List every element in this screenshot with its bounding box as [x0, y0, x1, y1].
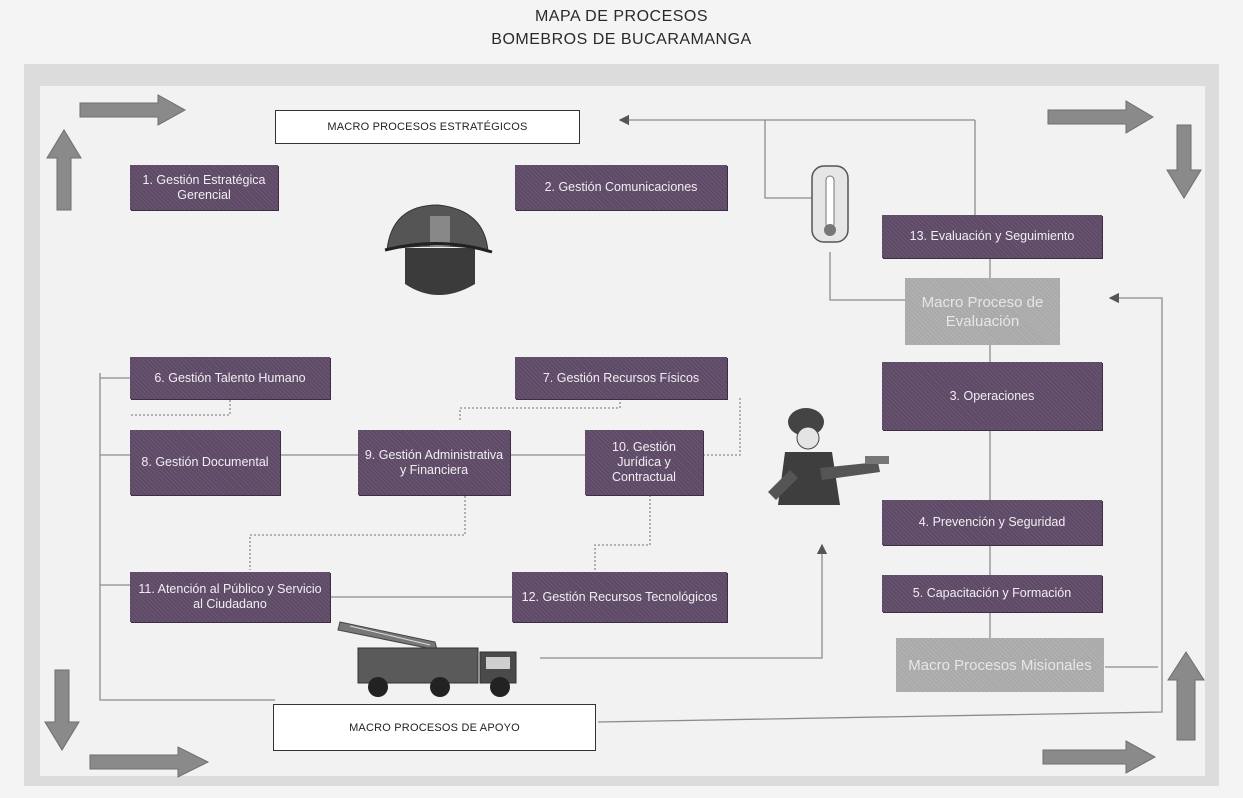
- process-2-comunicaciones: 2. Gestión Comunicaciones: [515, 165, 727, 210]
- connector-line: [459, 398, 621, 420]
- macro-apoyo-label: MACRO PROCESOS DE APOYO: [273, 704, 596, 751]
- right-arrow-icon: [1042, 740, 1157, 774]
- down-arrow-icon: [1166, 124, 1202, 199]
- process-4-prevencion: 4. Prevención y Seguridad: [882, 500, 1102, 545]
- connector-line: [130, 400, 231, 416]
- connector-line: [594, 495, 651, 572]
- right-arrow-icon: [89, 746, 210, 778]
- fire-truck-icon: [337, 621, 517, 697]
- process-9-administrativa: 9. Gestión Administrativa y Financiera: [358, 430, 510, 495]
- connector-line: [764, 120, 812, 199]
- process-8-documental: 8. Gestión Documental: [130, 430, 280, 495]
- connector-line: [99, 373, 275, 701]
- firefighter-icon: [768, 408, 889, 505]
- process-1-gestion-estrategica: 1. Gestión Estratégica Gerencial: [130, 165, 278, 210]
- connector-line: [597, 292, 1163, 723]
- process-7-recursos-fisicos: 7. Gestión Recursos Físicos: [515, 357, 727, 399]
- macro-proceso-evaluacion-box: Macro Proceso de Evaluación: [905, 278, 1060, 345]
- diagram-title: MAPA DE PROCESOS: [534, 8, 709, 25]
- macro-procesos-misionales-box: Macro Procesos Misionales: [896, 638, 1104, 692]
- process-3-operaciones: 3. Operaciones: [882, 362, 1102, 430]
- process-5-capacitacion: 5. Capacitación y Formación: [882, 575, 1102, 612]
- firefighter-helmet-icon: [384, 204, 493, 295]
- process-6-talento-humano: 6. Gestión Talento Humano: [130, 357, 330, 399]
- connector-line: [700, 398, 741, 456]
- down-arrow-icon: [44, 669, 80, 751]
- up-arrow-icon: [46, 129, 82, 211]
- connector-line: [829, 252, 905, 301]
- up-arrow-icon: [1167, 651, 1205, 741]
- process-12-recursos-tecnologicos: 12. Gestión Recursos Tecnológicos: [512, 572, 727, 622]
- diagram-subtitle: BOMEBROS DE BUCARAMANGA: [491, 31, 752, 48]
- thermometer-icon: [811, 165, 849, 243]
- process-10-juridica: 10. Gestión Jurídica y Contractual: [585, 430, 703, 495]
- macro-estrategicos-label: MACRO PROCESOS ESTRATÉGICOS: [275, 110, 580, 144]
- process-11-atencion-publico: 11. Atención al Público y Servicio al Ci…: [130, 572, 330, 622]
- right-arrow-icon: [1047, 100, 1154, 134]
- right-arrow-icon: [79, 94, 187, 126]
- connector-line: [540, 543, 828, 659]
- process-13-evaluacion: 13. Evaluación y Seguimiento: [882, 215, 1102, 258]
